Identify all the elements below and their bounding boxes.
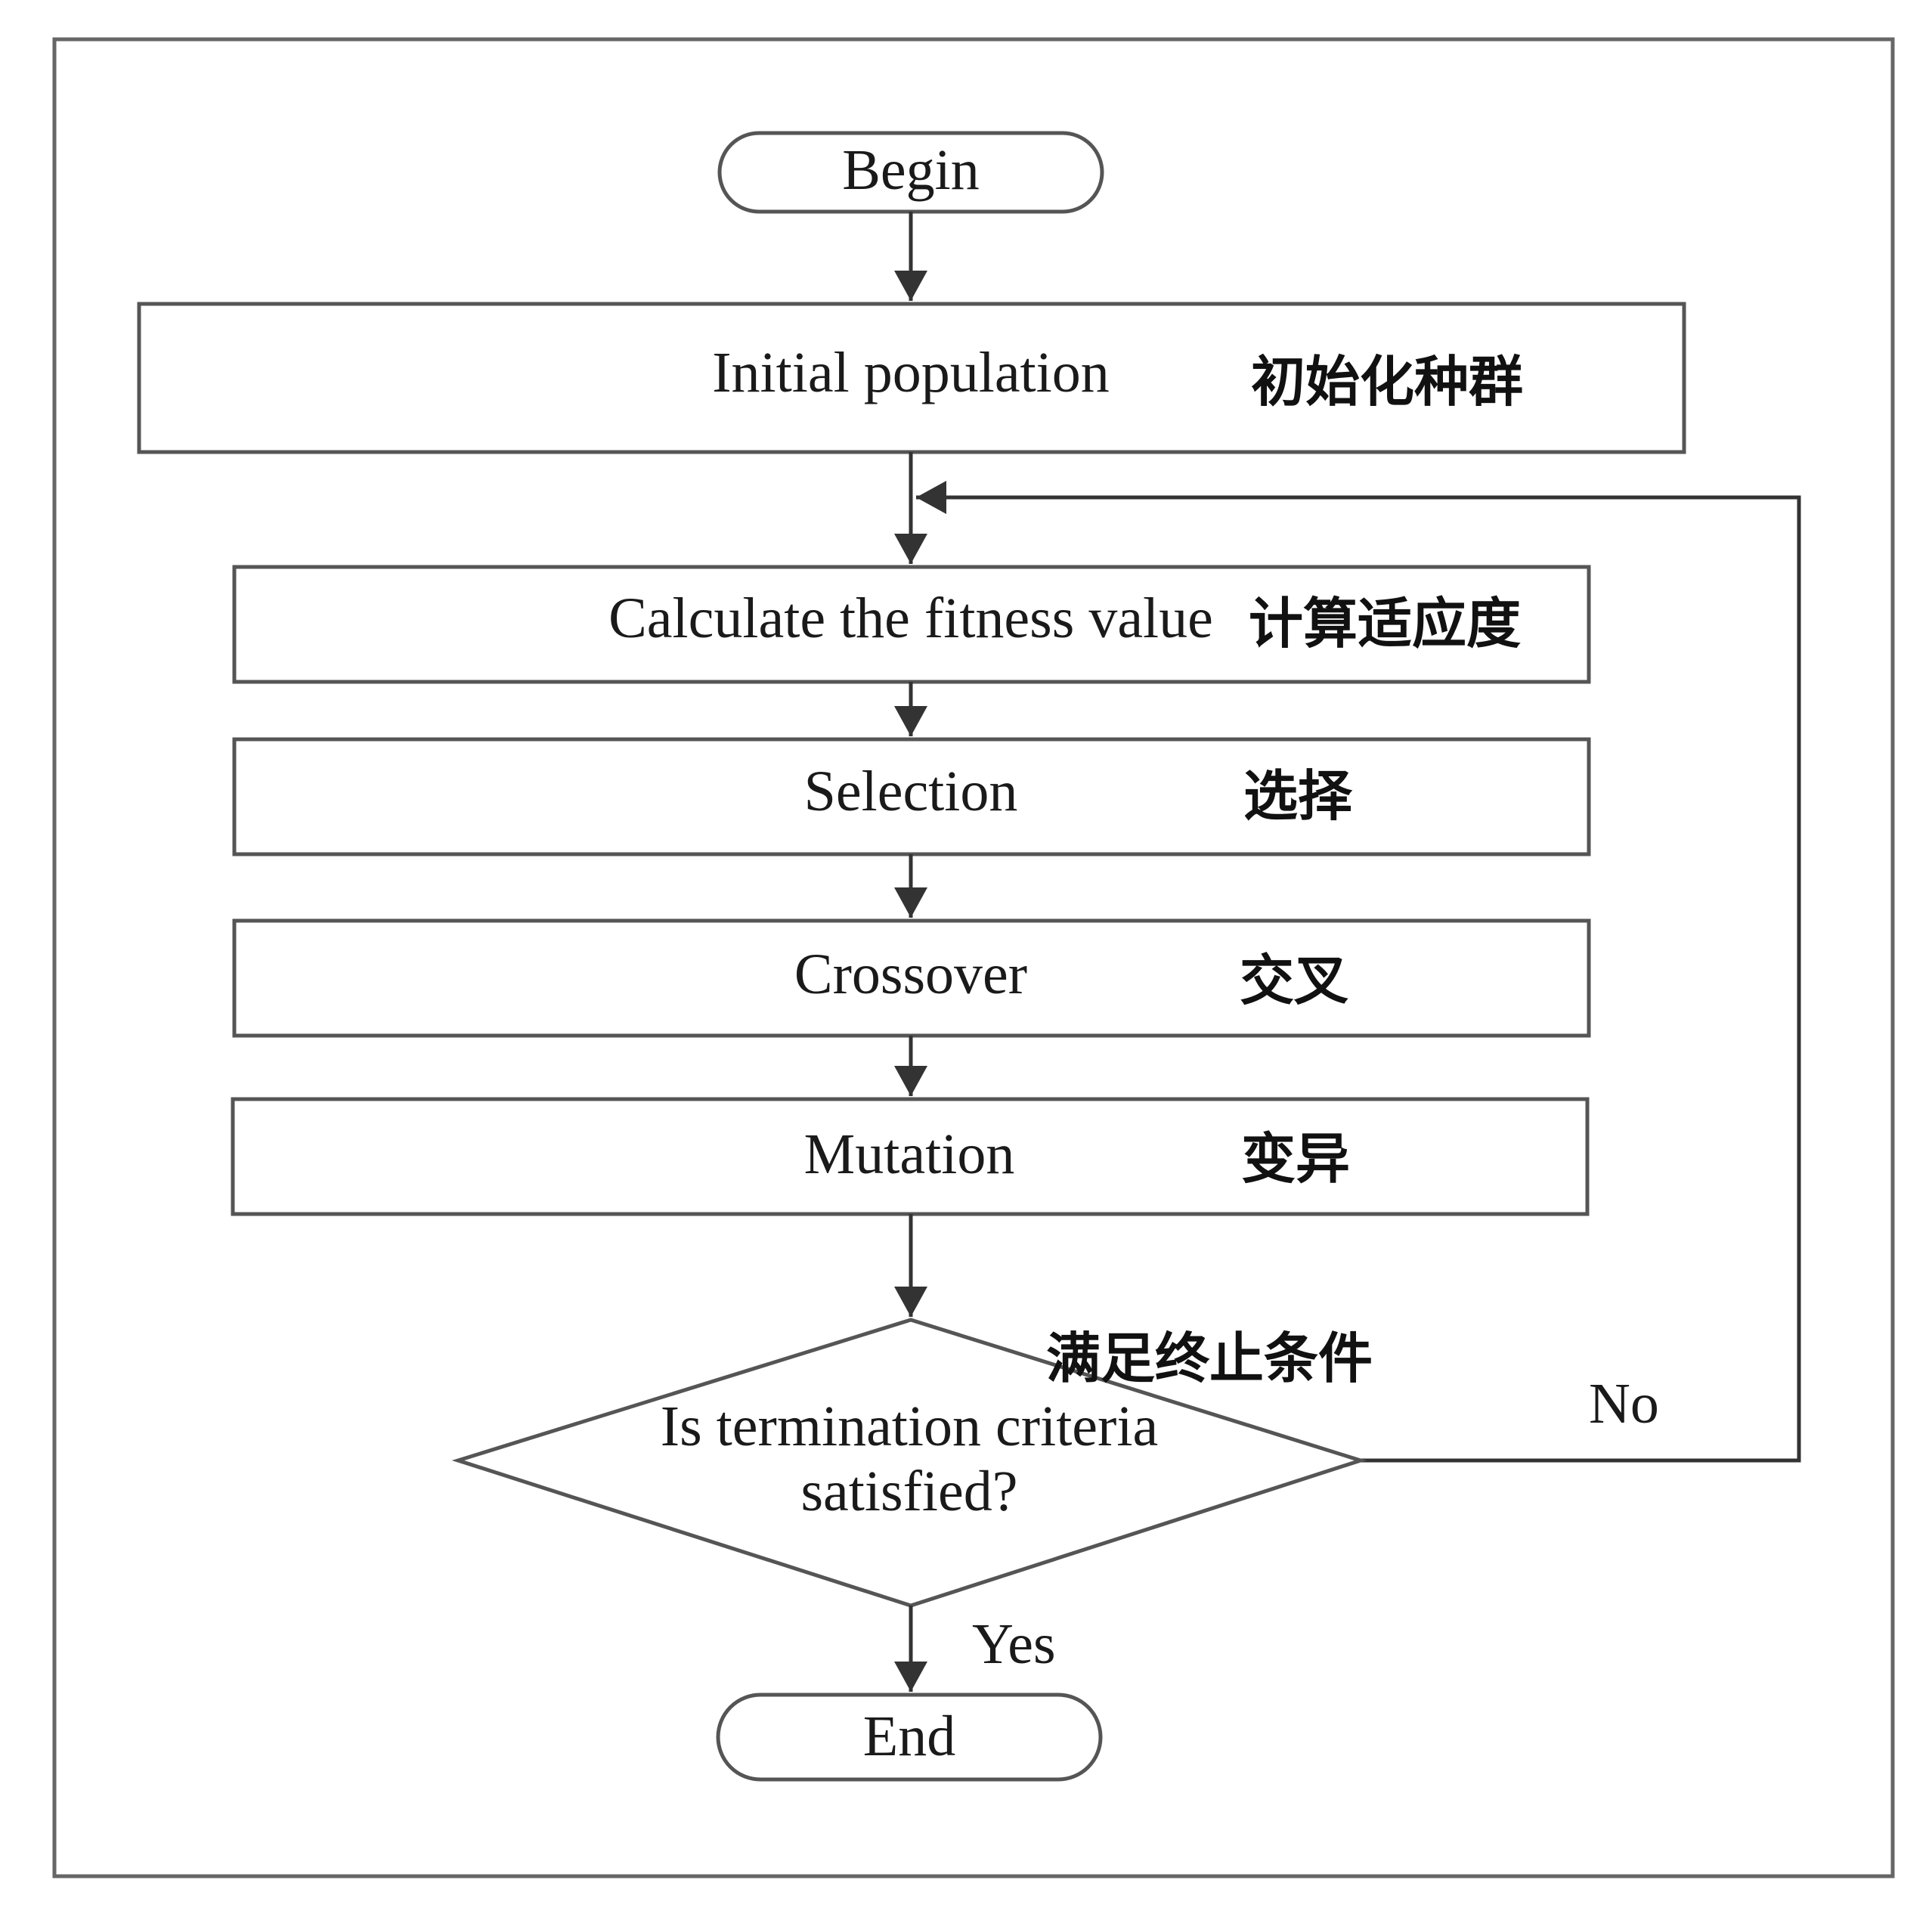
selection-label: Selection	[804, 760, 1018, 823]
fitness-node	[232, 565, 1591, 684]
end-node	[716, 1693, 1103, 1782]
decision-label-line2: satisfied?	[800, 1460, 1017, 1523]
selection-label-zh: 选择	[1243, 764, 1353, 828]
crossover-label-zh: 交叉	[1240, 949, 1348, 1012]
end-label: End	[863, 1705, 955, 1768]
initial-population-label-zh: 初始化种群	[1251, 350, 1523, 413]
yes-edge-label: Yes	[972, 1612, 1056, 1676]
edge-no-loop	[916, 481, 1801, 1463]
fitness-label-zh: 计算适应度	[1249, 592, 1521, 655]
initial-population-label: Initial population	[712, 341, 1110, 404]
fitness-label: Calculate the fitness value	[608, 587, 1213, 650]
no-edge-label: No	[1589, 1372, 1659, 1436]
crossover-label: Crossover	[794, 943, 1027, 1006]
decision-label-line1: Is termination criteria	[661, 1395, 1158, 1458]
decision-label-zh: 满足终止条件	[1046, 1327, 1373, 1390]
crossover-node	[232, 918, 1591, 1038]
mutation-label: Mutation	[804, 1123, 1015, 1186]
mutation-node	[231, 1097, 1590, 1216]
selection-node	[232, 737, 1591, 856]
mutation-label-zh: 变异	[1241, 1127, 1350, 1191]
begin-label: Begin	[842, 138, 980, 202]
